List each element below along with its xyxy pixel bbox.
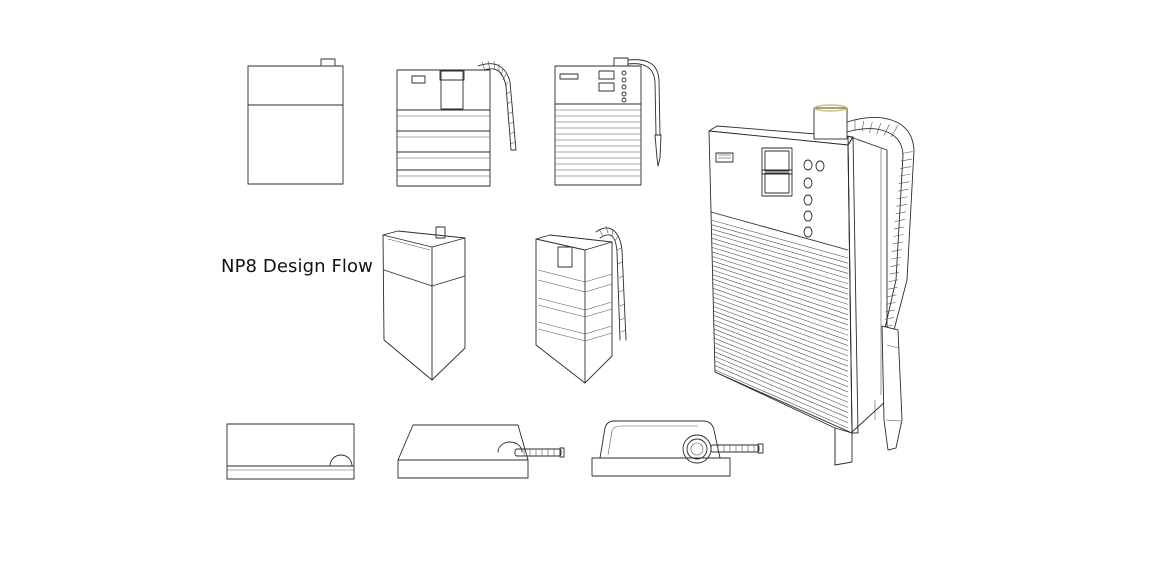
device-front-outline-icon (247, 58, 344, 185)
page-title: NP8 Design Flow (221, 256, 373, 277)
device-isometric-with-hose-icon (535, 225, 627, 384)
device-front-detailed-icon (554, 57, 662, 186)
device-isometric-outline-icon (382, 226, 466, 381)
device-top-detailed-icon (591, 420, 764, 477)
device-front-with-hose-icon (396, 60, 517, 187)
device-top-with-hose-icon (397, 424, 565, 479)
device-final-render-icon (708, 104, 915, 466)
device-top-outline-icon (226, 423, 355, 480)
